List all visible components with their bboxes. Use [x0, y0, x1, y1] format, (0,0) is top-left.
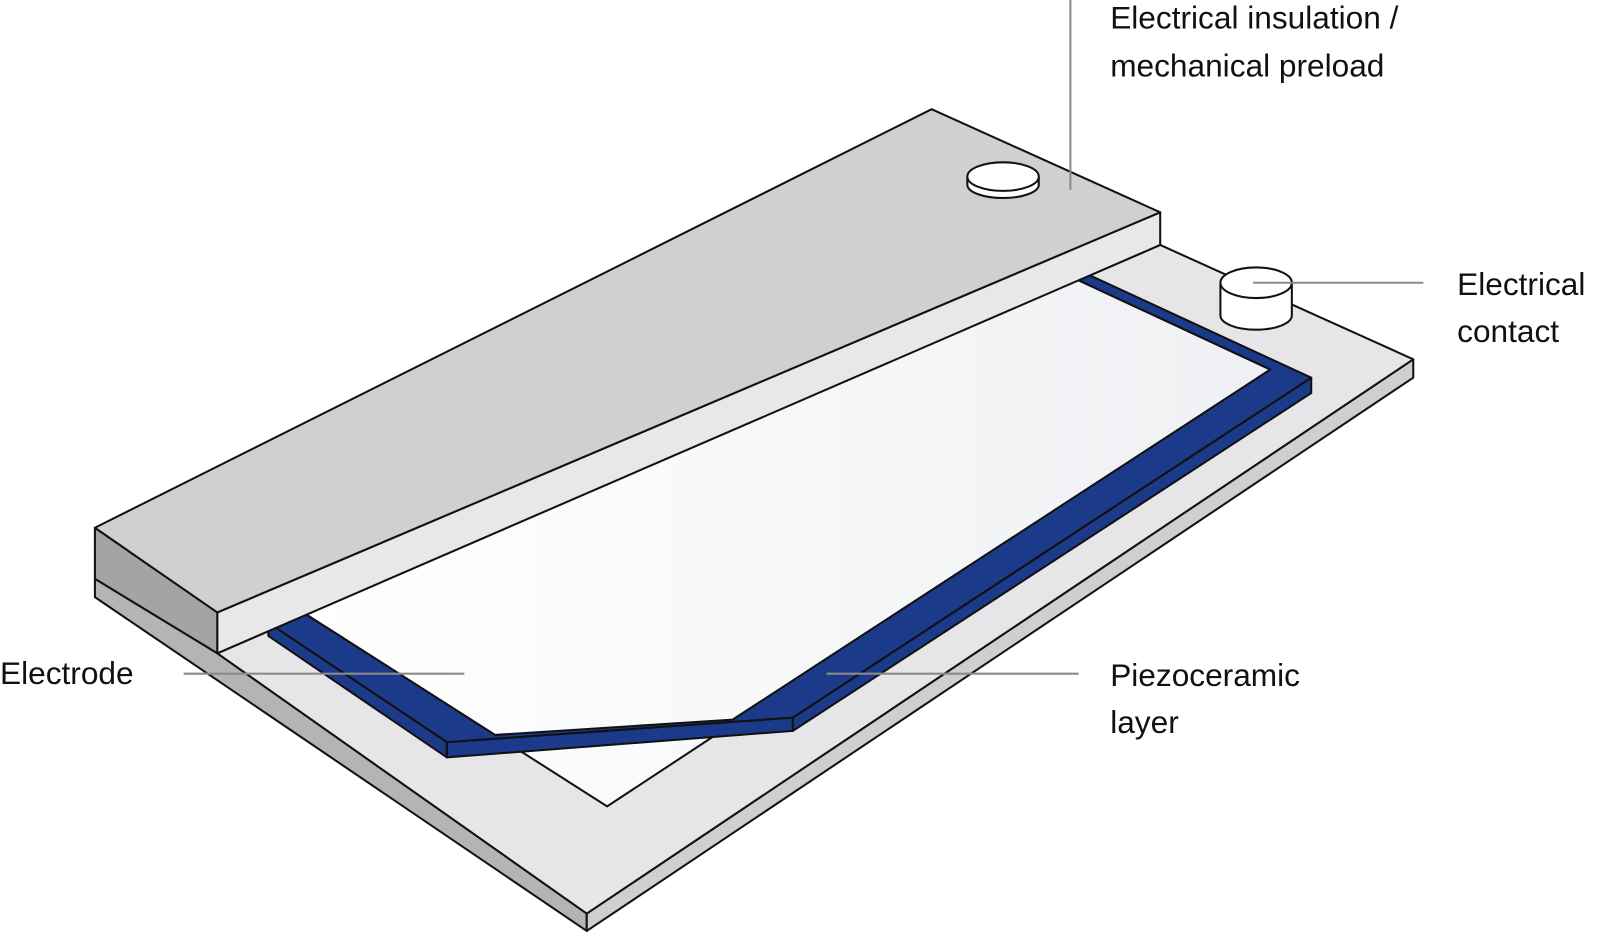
preload-disc — [966, 161, 1040, 200]
label-insulation-line1: Electrical insulation / — [1110, 0, 1398, 36]
label-piezo-line1: Piezoceramic — [1110, 657, 1300, 693]
label-contact-line1: Electrical — [1457, 266, 1585, 302]
label-contact-line2: contact — [1457, 313, 1559, 349]
piezoceramic-layer — [267, 264, 1313, 759]
label-insulation-line2: mechanical preload — [1110, 48, 1384, 84]
label-piezo-line2: layer — [1110, 704, 1179, 740]
label-electrode: Electrode — [0, 655, 134, 691]
contact-cylinder — [1219, 266, 1293, 331]
insulation-block — [93, 108, 1162, 655]
